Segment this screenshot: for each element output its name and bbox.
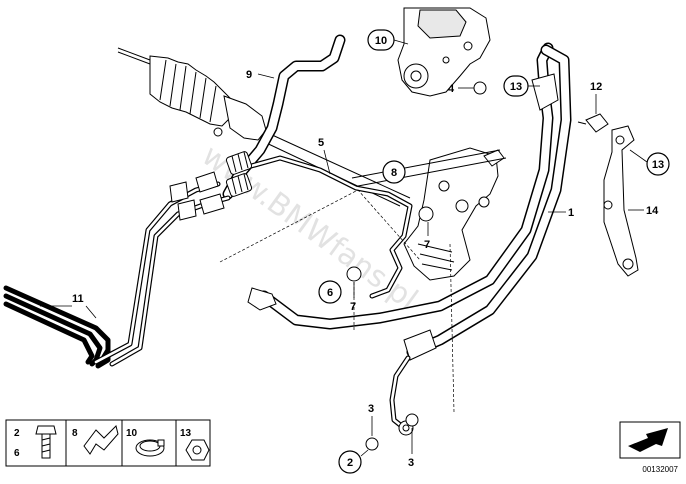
washer-2 <box>365 437 379 451</box>
washer-7-upper <box>418 206 434 222</box>
svg-text:9: 9 <box>246 69 252 81</box>
callout-12: 12 <box>590 81 602 114</box>
callout-8: 8 <box>382 160 406 184</box>
svg-text:7: 7 <box>350 301 356 313</box>
callout-4: 4 <box>448 83 474 95</box>
o-ring-4 <box>473 81 487 95</box>
callout-11: 11 <box>40 293 97 319</box>
diagram-code: 00132007 <box>642 465 678 474</box>
hose-clamp-icon <box>135 439 165 457</box>
steering-rack <box>117 47 267 141</box>
callout-13-right: 13 <box>629 149 670 176</box>
washer-7-lower <box>346 266 362 282</box>
svg-text:6: 6 <box>327 287 333 299</box>
svg-text:1: 1 <box>568 207 574 219</box>
callout-14: 14 <box>628 205 659 217</box>
hollow-bolt-icon <box>35 425 57 459</box>
steering-gear-valve <box>403 147 505 281</box>
orientation-arrow <box>619 421 681 459</box>
rack-fittings <box>225 151 253 197</box>
svg-text:12: 12 <box>590 81 602 93</box>
high-pressure-hose <box>247 42 572 361</box>
svg-text:11: 11 <box>72 293 84 305</box>
bolt-12 <box>577 113 609 133</box>
svg-text:4: 4 <box>448 83 455 95</box>
svg-text:6: 6 <box>14 448 20 459</box>
pressure-line <box>241 155 413 299</box>
svg-text:10: 10 <box>375 35 387 47</box>
power-steering-pump <box>397 7 491 97</box>
callout-5: 5 <box>318 137 331 175</box>
svg-text:8: 8 <box>391 167 397 179</box>
hose-clip-icon <box>83 425 119 455</box>
svg-text:8: 8 <box>72 428 78 439</box>
cooler-loop <box>3 171 231 369</box>
svg-text:3: 3 <box>408 457 414 469</box>
washer-3 <box>405 413 419 427</box>
callout-6: 6 <box>318 280 342 304</box>
svg-text:2: 2 <box>347 457 353 469</box>
svg-text:13: 13 <box>652 159 664 171</box>
svg-text:2: 2 <box>14 428 20 439</box>
svg-text:5: 5 <box>318 137 324 149</box>
callout-3-right: 3 <box>408 428 414 469</box>
callout-7-lower: 7 <box>350 282 356 313</box>
hex-nut-icon <box>185 439 210 461</box>
svg-text:14: 14 <box>646 205 659 217</box>
svg-text:3: 3 <box>368 403 374 415</box>
return-pipe <box>389 355 414 436</box>
svg-text:13: 13 <box>180 428 192 439</box>
small-parts-legend: 2 6 8 10 13 <box>5 419 211 467</box>
svg-text:10: 10 <box>126 428 138 439</box>
svg-text:13: 13 <box>510 81 522 93</box>
callout-1: 1 <box>548 207 574 219</box>
bracket <box>603 125 639 277</box>
callout-13-upper: 13 <box>503 75 540 97</box>
callout-2: 2 <box>338 449 369 474</box>
callout-3-left: 3 <box>368 403 374 436</box>
callout-7-upper: 7 <box>424 222 430 251</box>
svg-text:7: 7 <box>424 239 430 251</box>
callout-9: 9 <box>246 69 275 81</box>
callout-10: 10 <box>367 29 409 51</box>
